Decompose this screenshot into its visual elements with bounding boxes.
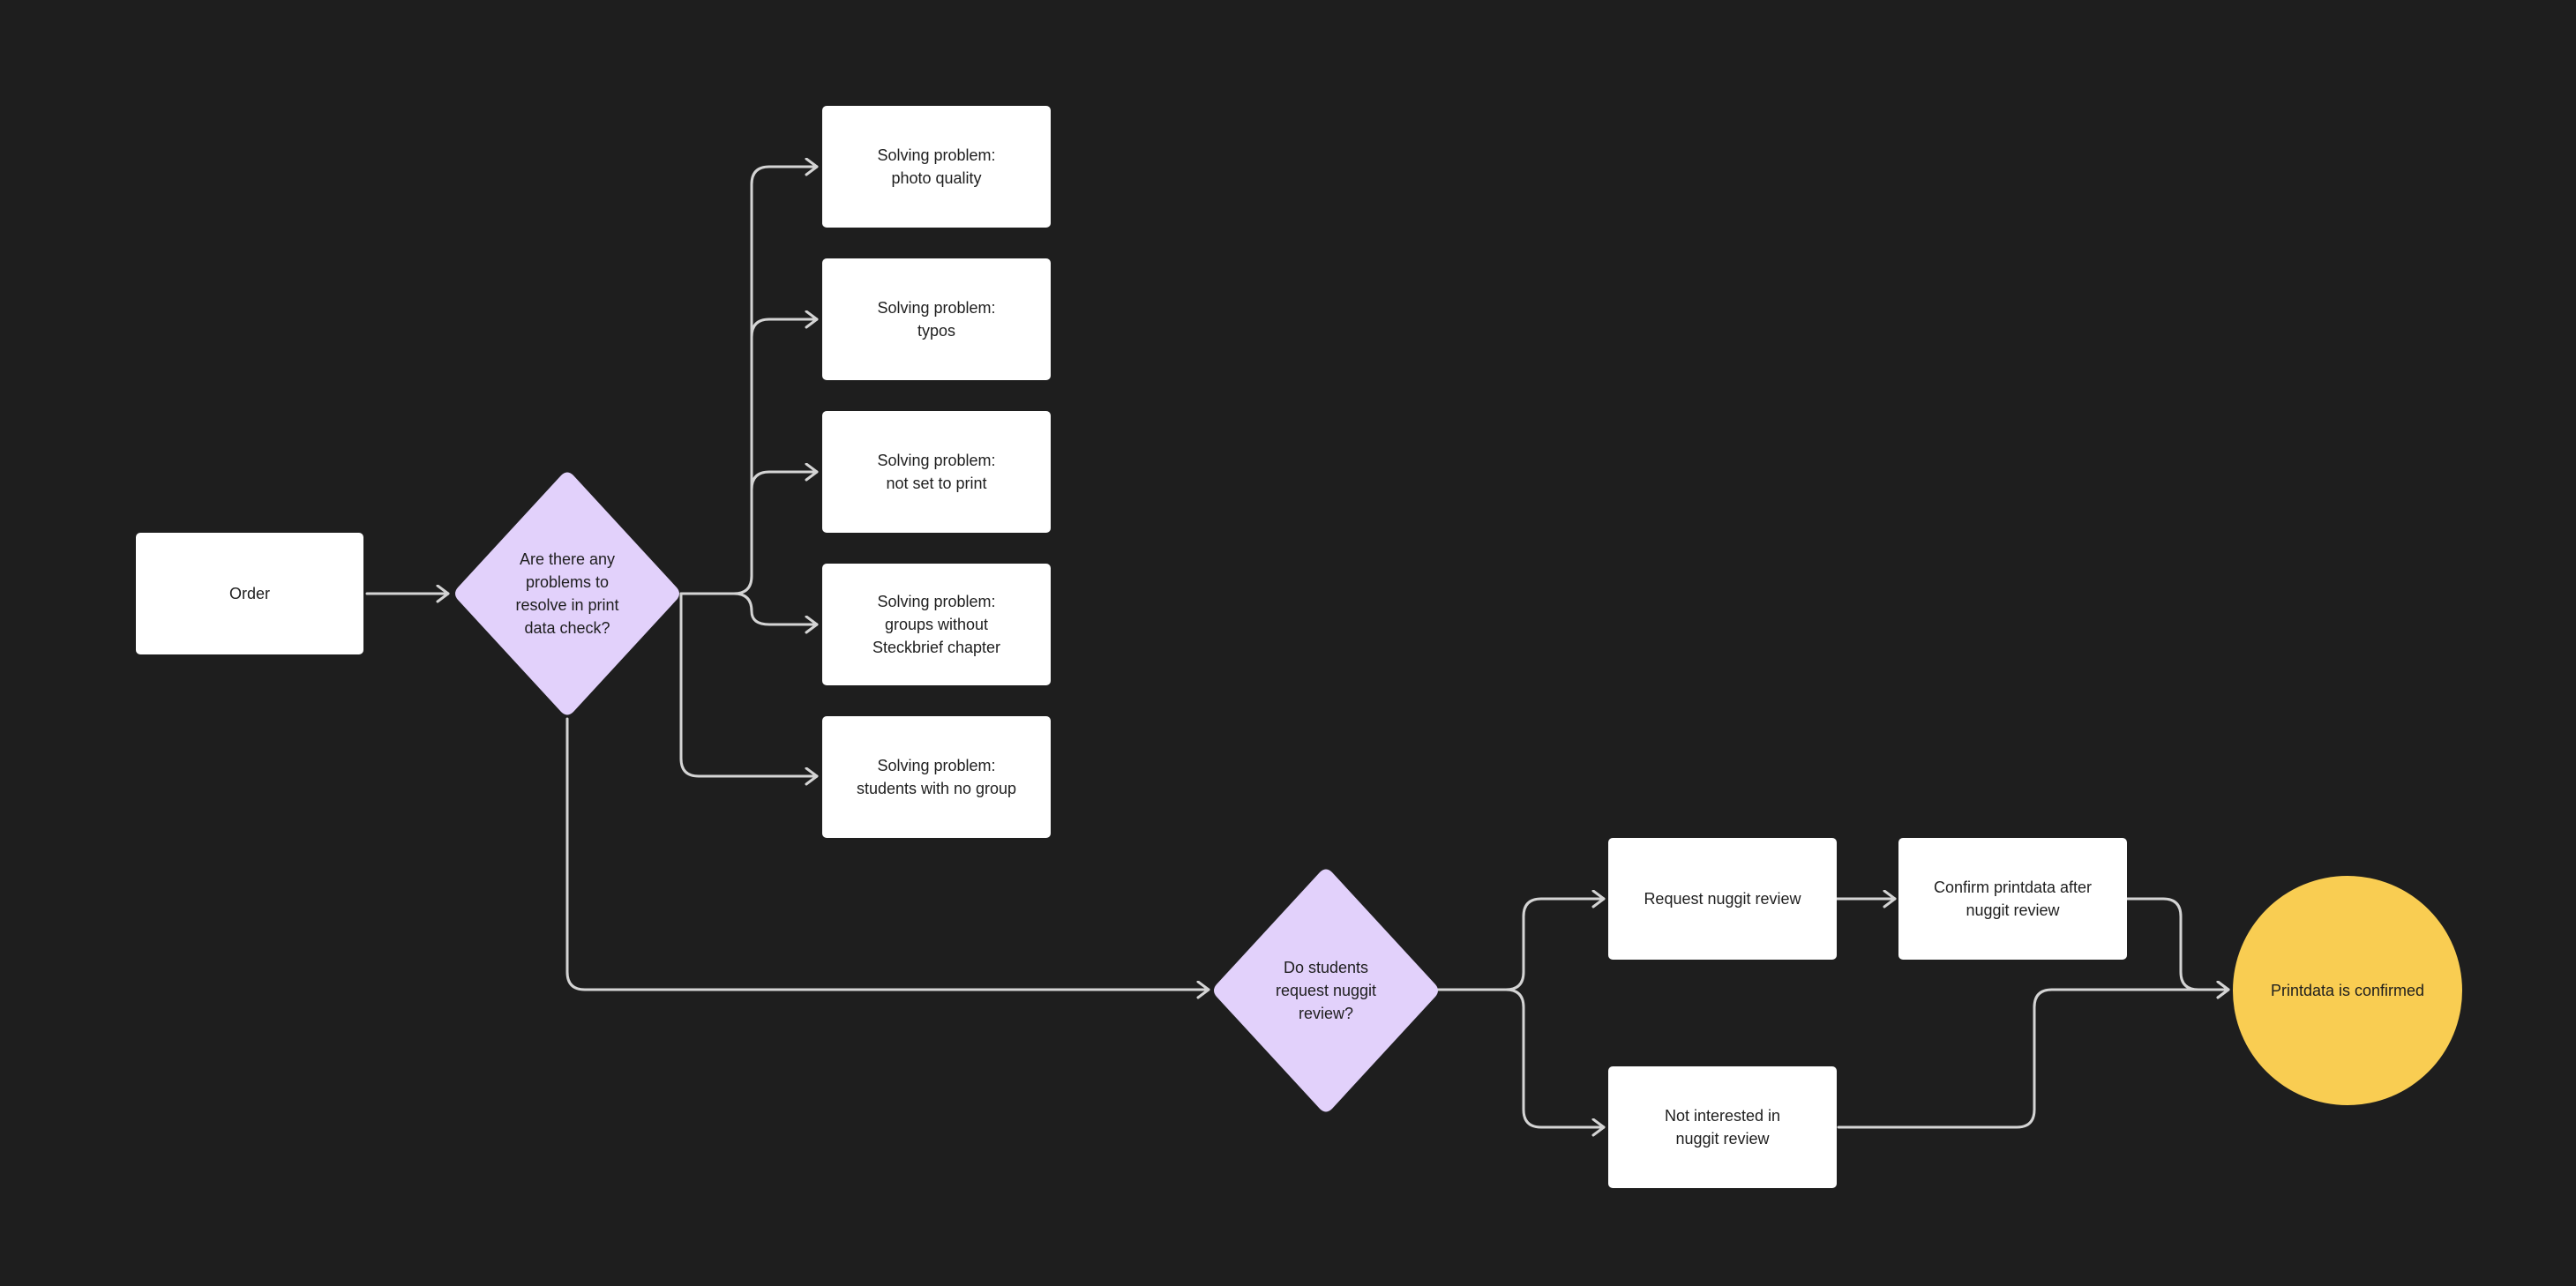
order-label: Order	[228, 585, 270, 602]
nuggit-review-decision-label: Do students request nuggit review?	[1275, 959, 1377, 1022]
problem-students-no-group-node[interactable]: Solving problem: students with no group	[822, 716, 1051, 838]
request-nuggit-review-node[interactable]: Request nuggit review	[1608, 838, 1837, 960]
nuggit-review-decision-node[interactable]: Do students request nuggit review?	[1210, 867, 1442, 1114]
problem-students-no-group-label: Solving problem: students with no group	[856, 757, 1017, 797]
print-check-decision-label: Are there any problems to resolve in pri…	[515, 550, 619, 637]
edge-decision-to-groups	[732, 592, 819, 624]
edge-decision-to-typos	[750, 319, 819, 339]
problem-photo-quality-label: Solving problem: photo quality	[877, 146, 996, 187]
decision-diamond-shape	[1214, 869, 1438, 1112]
not-interested-node[interactable]: Not interested in nuggit review	[1608, 1066, 1837, 1188]
problem-typos-label: Solving problem: typos	[877, 299, 996, 340]
problem-groups-without-chapter-node[interactable]: Solving problem: groups without Steckbri…	[822, 564, 1051, 685]
edge-decision-to-nuggit-decision	[565, 717, 1210, 990]
problem-photo-quality-node[interactable]: Solving problem: photo quality	[822, 106, 1051, 228]
printdata-confirmed-node[interactable]: Printdata is confirmed	[2233, 876, 2462, 1105]
problem-groups-without-chapter-label: Solving problem: groups without Steckbri…	[872, 593, 1001, 656]
problem-not-set-to-print-label: Solving problem: not set to print	[877, 452, 996, 492]
confirm-printdata-after-review-node[interactable]: Confirm printdata after nuggit review	[1898, 838, 2127, 960]
decision-diamond-shape	[455, 472, 679, 715]
problem-typos-node[interactable]: Solving problem: typos	[822, 258, 1051, 380]
printdata-confirmed-label: Printdata is confirmed	[2270, 982, 2425, 999]
order-node[interactable]: Order	[136, 533, 363, 654]
request-nuggit-review-label: Request nuggit review	[1644, 890, 1801, 908]
edge-decision-to-photo-quality	[679, 167, 819, 595]
edge-not-interested-to-confirmed	[1837, 990, 2230, 1129]
edge-decision-to-not-set	[750, 472, 819, 491]
problem-not-set-to-print-node[interactable]: Solving problem: not set to print	[822, 411, 1051, 533]
edge-nuggit-to-request-review	[1436, 899, 1606, 991]
confirm-printdata-after-review-label: Confirm printdata after nuggit review	[1933, 879, 2093, 919]
edge-confirm-to-confirmed	[2125, 897, 2230, 990]
edge-nuggit-to-not-interested	[1504, 988, 1606, 1127]
print-check-decision-node[interactable]: Are there any problems to resolve in pri…	[452, 470, 683, 717]
edge-decision-to-students	[679, 592, 819, 776]
not-interested-label: Not interested in nuggit review	[1664, 1107, 1781, 1148]
